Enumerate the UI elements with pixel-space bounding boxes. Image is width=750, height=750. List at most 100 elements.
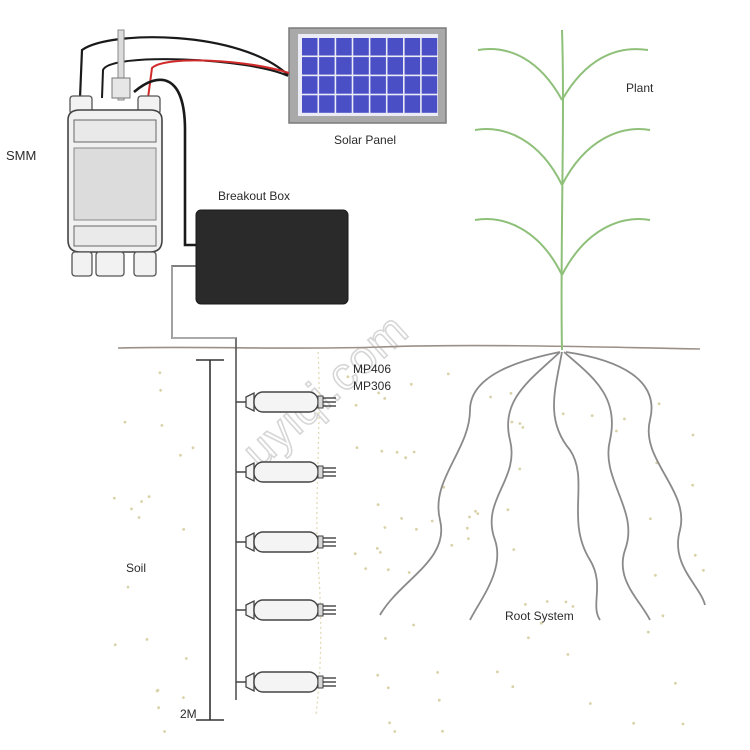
solar-cell xyxy=(370,76,386,94)
soil-dot xyxy=(571,605,575,608)
soil-dot xyxy=(474,509,477,513)
soil-dot xyxy=(442,485,446,489)
soil-dot xyxy=(615,429,618,433)
solar-cell xyxy=(387,57,403,75)
solar-panel-label: Solar Panel xyxy=(334,133,396,147)
solar-cell xyxy=(302,95,318,113)
plant-icon xyxy=(474,29,651,351)
sensor-probes xyxy=(236,391,336,693)
soil-moisture-probe-icon xyxy=(236,531,336,553)
solar-panel-icon xyxy=(288,27,447,124)
soil-dot xyxy=(510,420,514,424)
soil-dot xyxy=(388,721,391,725)
soil-dot xyxy=(654,573,657,577)
soil-dot xyxy=(112,496,116,500)
solar-cell xyxy=(319,76,335,94)
soil-dot xyxy=(145,638,149,641)
soil-dot xyxy=(155,689,159,693)
wire-to-sensors xyxy=(171,265,237,700)
root-system xyxy=(379,351,706,621)
solar-cell xyxy=(302,38,318,56)
soil-dot xyxy=(400,517,403,520)
soil-dot xyxy=(512,548,516,551)
soil-dots xyxy=(112,371,705,733)
soil-dot xyxy=(436,671,439,674)
wires xyxy=(78,36,290,700)
soil-dot xyxy=(691,433,695,437)
soil-dot xyxy=(415,527,418,531)
soil-dot xyxy=(681,722,685,726)
solar-cell xyxy=(302,76,318,94)
soil-moisture-probe-icon xyxy=(236,461,336,483)
solar-cell xyxy=(336,57,352,75)
soil-dot xyxy=(632,721,635,725)
soil-dot xyxy=(527,636,530,640)
soil-dot xyxy=(518,422,522,425)
soil-dot xyxy=(163,730,167,733)
wire-black-mid xyxy=(101,58,289,99)
solar-cell xyxy=(353,38,369,56)
solar-cell xyxy=(353,76,369,94)
soil-dot xyxy=(524,603,527,606)
solar-cell xyxy=(319,38,335,56)
smm-device-icon xyxy=(67,29,163,277)
wire-black-top xyxy=(78,36,289,99)
solar-cell xyxy=(404,95,421,113)
soil-boundary-line xyxy=(315,351,322,716)
soil-dot xyxy=(693,553,697,557)
soil-dot xyxy=(130,507,133,511)
breakout-box xyxy=(195,209,349,305)
root-system-label: Root System xyxy=(505,609,574,623)
soil-dot xyxy=(407,571,411,574)
soil-dot xyxy=(353,552,357,556)
soil-dot xyxy=(375,547,379,550)
soil-dot xyxy=(355,446,359,449)
soil-dot xyxy=(441,729,444,733)
soil-dot xyxy=(506,508,510,512)
soil-dot xyxy=(412,623,415,627)
solar-cell xyxy=(387,76,403,94)
soil-dot xyxy=(489,395,492,399)
soil-dot xyxy=(691,483,695,487)
soil-dot xyxy=(404,456,408,460)
sensor-label-mp406: MP406 xyxy=(353,362,391,376)
soil-dot xyxy=(137,516,141,519)
soil-dot xyxy=(450,543,454,547)
solar-cells xyxy=(302,38,438,113)
soil-dot xyxy=(383,526,387,529)
wire-to-breakout xyxy=(133,78,198,247)
soil-dot xyxy=(545,600,549,603)
depth-label: 2M xyxy=(180,707,197,721)
sensor-label-mp306: MP306 xyxy=(353,379,391,393)
soil-dot xyxy=(657,402,661,406)
soil-dot xyxy=(182,696,185,699)
soil-dot xyxy=(158,371,162,375)
soil-dot xyxy=(376,673,380,677)
breakout-box-label: Breakout Box xyxy=(218,189,290,203)
soil-dot xyxy=(539,621,543,625)
soil-dot xyxy=(430,519,434,523)
soil-dot xyxy=(521,426,525,429)
soil-dot xyxy=(395,450,399,454)
solar-cell xyxy=(404,76,421,94)
soil-label: Soil xyxy=(126,561,146,575)
solar-cell xyxy=(370,57,386,75)
soil-dot xyxy=(561,412,565,416)
soil-dot xyxy=(702,568,705,572)
soil-dot xyxy=(468,515,471,519)
soil-dot xyxy=(364,567,368,570)
solar-cell xyxy=(421,57,438,75)
solar-cell xyxy=(387,38,403,56)
soil-dot xyxy=(384,637,387,640)
solar-cell xyxy=(353,95,369,113)
solar-cell xyxy=(336,38,352,56)
soil-dot xyxy=(509,391,513,395)
soil-dot xyxy=(437,698,441,702)
solar-cell xyxy=(421,76,438,94)
smm-label: SMM xyxy=(6,148,36,163)
soil-dot xyxy=(511,685,515,689)
soil-dot xyxy=(467,537,470,540)
soil-dot xyxy=(588,702,592,705)
